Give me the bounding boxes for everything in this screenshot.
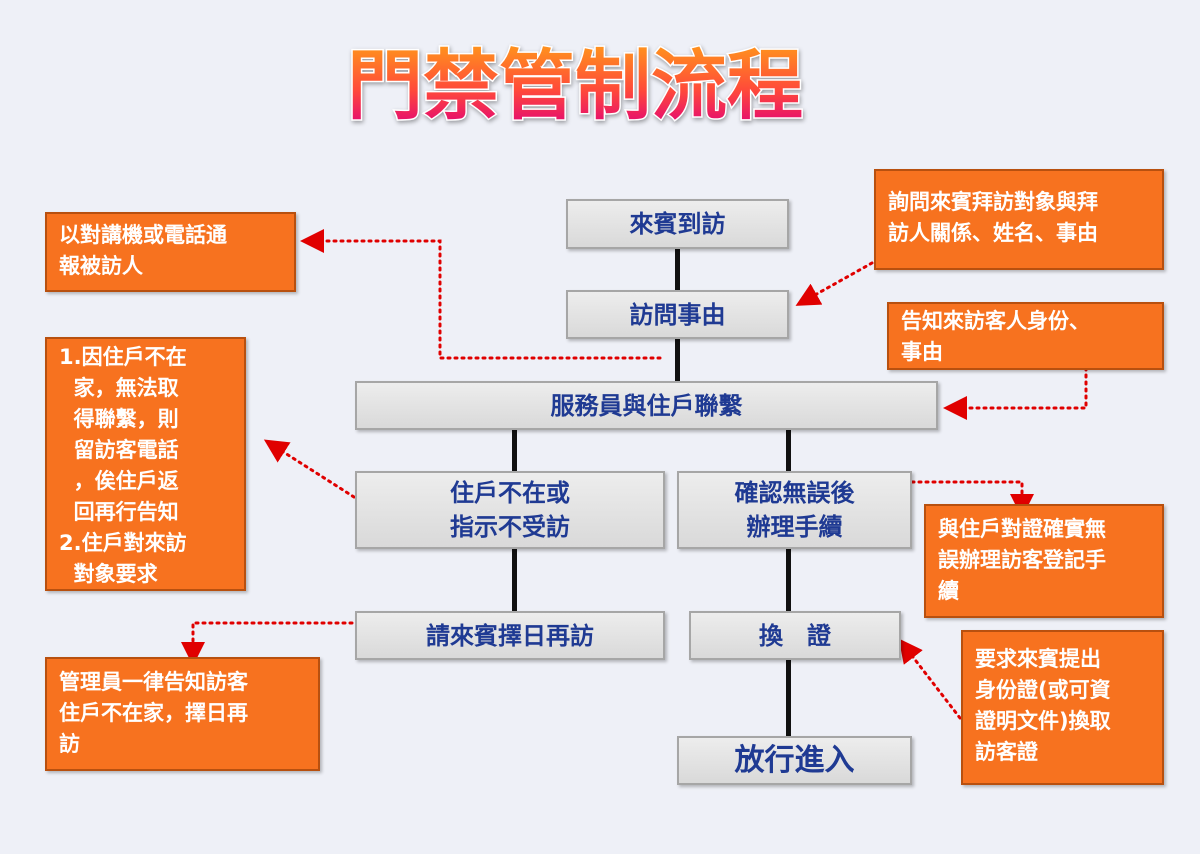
note-verify-register: 與住戶對證確實無 誤辦理訪客登記手 續	[924, 504, 1164, 618]
connector-intercom	[300, 229, 662, 360]
connector-verify	[910, 480, 1034, 518]
step-visitor-arrives-label: 來賓到訪	[629, 210, 726, 238]
flow-line-7	[786, 658, 791, 738]
note-request-id-text: 要求來賓提出 身份證(或可資 證明文件)換取 訪客證	[975, 647, 1111, 764]
title-text: 門禁管制流程	[347, 41, 803, 130]
connector-manager	[181, 621, 354, 666]
step-visitor-arrives: 來賓到訪	[566, 199, 789, 249]
step-exchange-id-label: 換 證	[759, 621, 831, 650]
flow-line-1	[675, 247, 680, 292]
step-exchange-id: 換 證	[689, 611, 901, 660]
flow-line-4	[786, 428, 791, 473]
step-allow-entry-label: 放行進入	[734, 742, 855, 778]
step-not-home-label: 住戶不在或 指示不受訪	[450, 479, 570, 541]
connector-request-id	[898, 638, 962, 720]
note-not-home-actions: 1.因住戶不在 家，無法取 得聯繫，則 留訪客電話 ，俟住戶返 回再行告知 2.…	[45, 337, 246, 591]
note-manager-inform: 管理員一律告知訪客 住戶不在家，擇日再 訪	[45, 657, 320, 771]
note-request-id: 要求來賓提出 身份證(或可資 證明文件)換取 訪客證	[961, 630, 1164, 785]
step-confirmed-label: 確認無誤後 辦理手續	[734, 479, 855, 541]
flow-line-2	[675, 337, 680, 383]
step-allow-entry: 放行進入	[677, 736, 912, 785]
connector-not-home	[263, 439, 356, 499]
note-not-home-actions-text: 1.因住戶不在 家，無法取 得聯繫，則 留訪客電話 ，俟住戶返 回再行告知 2.…	[59, 345, 187, 586]
step-contact-resident: 服務員與住戶聯繫	[355, 381, 938, 430]
note-verify-register-text: 與住戶對證確實無 誤辦理訪客登記手 續	[938, 517, 1106, 603]
note-manager-inform-text: 管理員一律告知訪客 住戶不在家，擇日再 訪	[59, 670, 248, 756]
step-confirmed: 確認無誤後 辦理手續	[677, 471, 912, 549]
page-title: 門禁管制流程	[346, 40, 805, 131]
step-contact-resident-label: 服務員與住戶聯繫	[550, 391, 743, 420]
step-reschedule: 請來賓擇日再訪	[355, 611, 665, 660]
flow-line-5	[512, 547, 517, 612]
note-ask-visitor-text: 詢問來賓拜訪對象與拜 訪人關係、姓名、事由	[888, 190, 1098, 245]
note-inform-identity: 告知來訪客人身份、 事由	[887, 302, 1164, 370]
step-visit-reason: 訪問事由	[566, 290, 789, 339]
flow-line-6	[786, 547, 791, 612]
connector-inform-identity	[943, 366, 1088, 420]
note-intercom: 以對講機或電話通 報被訪人	[45, 212, 296, 292]
step-not-home: 住戶不在或 指示不受訪	[355, 471, 665, 549]
note-intercom-text: 以對講機或電話通 報被訪人	[59, 223, 227, 278]
connector-ask-visitor	[795, 261, 874, 306]
note-inform-identity-text: 告知來訪客人身份、 事由	[901, 309, 1090, 364]
note-ask-visitor: 詢問來賓拜訪對象與拜 訪人關係、姓名、事由	[874, 169, 1164, 270]
step-reschedule-label: 請來賓擇日再訪	[426, 621, 594, 650]
flow-line-3	[512, 428, 517, 473]
step-visit-reason-label: 訪問事由	[629, 300, 726, 329]
